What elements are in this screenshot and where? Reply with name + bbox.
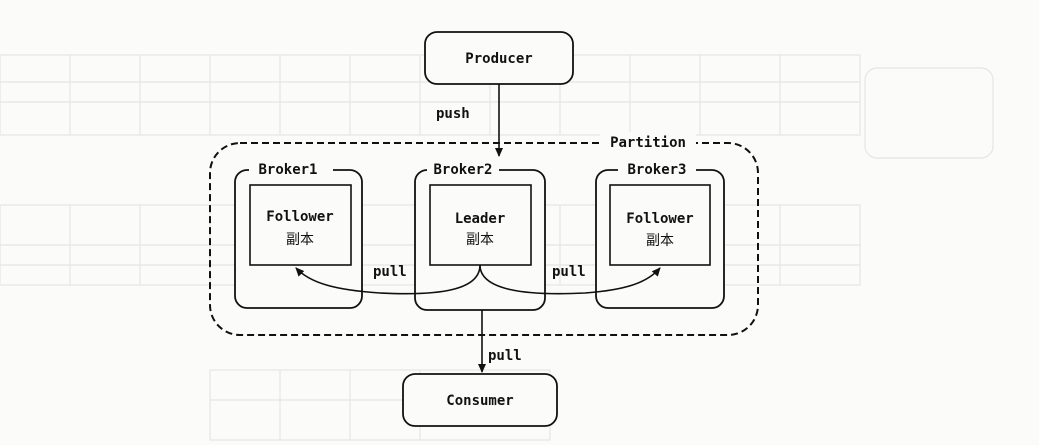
pull-arrow-to-broker3 [479,264,661,295]
broker1-role: Follower [266,209,333,225]
partition-label: Partition [610,135,686,151]
broker3: Broker3 Follower 副本 [595,160,725,309]
producer-label: Producer [465,51,532,67]
broker3-role-cn: 副本 [646,233,674,249]
broker2: Broker2 Leader 副本 [414,160,546,311]
consumer-box [402,373,558,427]
pull-arrow-to-broker1 [295,264,481,295]
broker2-label: Broker2 [433,162,492,178]
broker1-role-cn: 副本 [286,232,314,248]
broker2-replica-box [429,184,532,266]
broker3-replica-box [609,184,711,266]
consumer-label: Consumer [446,393,513,409]
pull-label-consumer: pull [488,348,522,364]
partition-container [209,142,759,336]
partition-label-mask [600,132,696,152]
pull-label-left: pull [373,264,407,280]
broker2-role: Leader [455,211,506,227]
broker2-role-cn: 副本 [466,232,494,248]
broker3-label: Broker3 [627,162,686,178]
broker1: Broker1 Follower 副本 [234,160,363,309]
pull-label-right: pull [552,264,586,280]
broker3-role: Follower [626,211,693,227]
broker1-label: Broker1 [258,162,317,178]
push-label: push [436,106,470,122]
broker1-replica-box [249,184,352,266]
